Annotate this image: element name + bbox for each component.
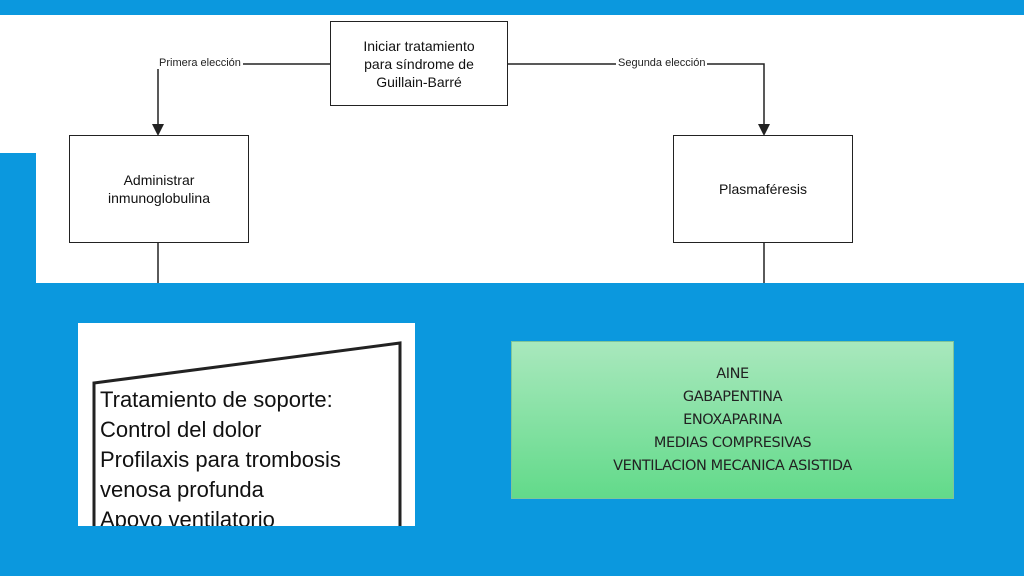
connector-second-choice xyxy=(508,63,770,136)
start-treatment-text: Iniciar tratamiento para síndrome de Gui… xyxy=(363,37,475,90)
medication-item: MEDIAS COMPRESIVAS xyxy=(653,434,812,451)
support-line-title: Tratamiento de soporte: xyxy=(100,387,333,412)
support-line-ventilatory: Apoyo ventilatorio xyxy=(100,507,275,526)
plasmapheresis-box: Plasmaféresis xyxy=(673,135,853,243)
medication-item: VENTILACION MECANICA ASISTIDA xyxy=(613,457,852,474)
edge-label-second-choice: Segunda elección xyxy=(616,57,708,69)
support-line-pain-control: Control del dolor xyxy=(100,417,262,442)
support-treatment-text: Tratamiento de soporte: Control del dolo… xyxy=(100,385,410,526)
medication-item: GABAPENTINA xyxy=(682,388,783,405)
flowchart-top-panel xyxy=(0,15,1024,153)
start-treatment-box: Iniciar tratamiento para síndrome de Gui… xyxy=(330,21,508,106)
medications-box: AINE GABAPENTINA ENOXAPARINA MEDIAS COMP… xyxy=(511,341,954,499)
immunoglobulin-text: Administrar inmunoglobulina xyxy=(108,172,210,206)
immunoglobulin-box: Administrar inmunoglobulina xyxy=(69,135,249,243)
support-line-dvt: venosa profunda xyxy=(100,477,264,502)
medication-item: AINE xyxy=(716,365,749,382)
edge-label-first-choice: Primera elección xyxy=(157,57,243,69)
support-line-prophylaxis: Profilaxis para trombosis xyxy=(100,447,341,472)
support-treatment-panel: Tratamiento de soporte: Control del dolo… xyxy=(78,323,415,526)
medication-item: ENOXAPARINA xyxy=(683,411,782,428)
support-treatment-shape xyxy=(92,341,402,526)
plasmapheresis-text: Plasmaféresis xyxy=(719,181,807,197)
connector-first-choice xyxy=(152,63,330,136)
